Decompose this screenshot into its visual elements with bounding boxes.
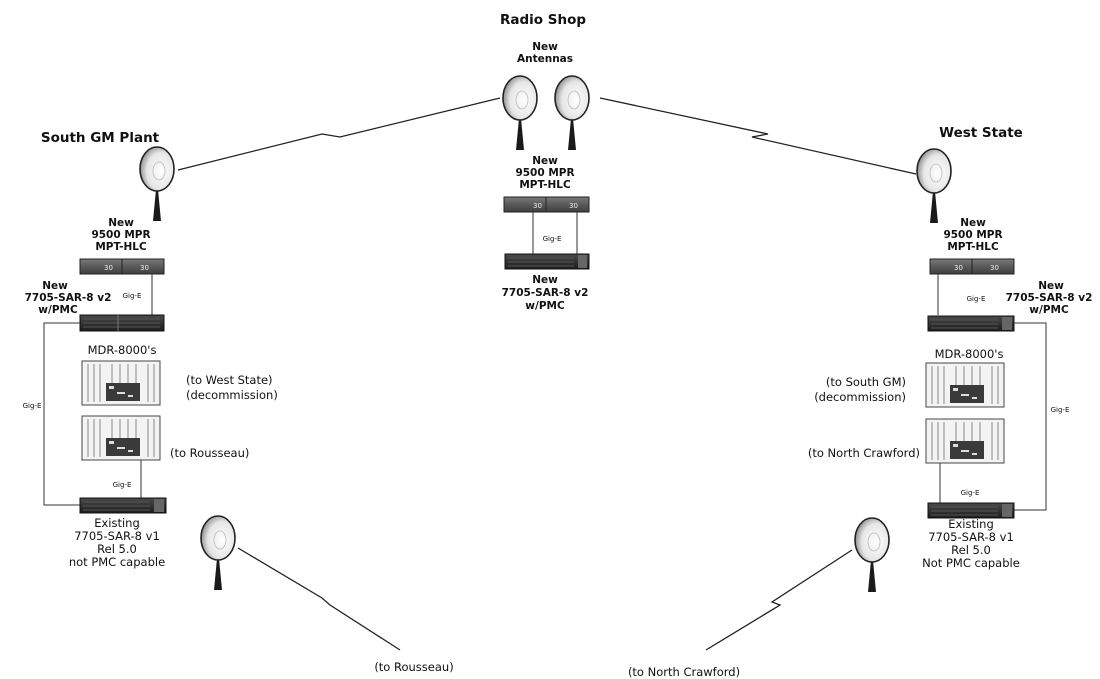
south-gm-existing-sar-unit	[79, 497, 167, 514]
west-state-dish-icon	[916, 148, 952, 224]
rousseau-dish-icon	[200, 515, 236, 591]
south-gm-mpr-unit: 30 30	[79, 258, 165, 275]
radio-shop-sar-label-1: New	[532, 274, 558, 286]
west-state-mpr-label-2: 9500 MPR	[943, 229, 1002, 241]
south-gm-sar-label-2: 7705-SAR-8 v2	[25, 292, 112, 304]
south-gm-sar-unit	[79, 314, 165, 332]
radio-link-rousseau	[237, 547, 401, 651]
west-state-existing-label-4: Not PMC capable	[922, 556, 1020, 570]
south-gm-sar-label-3: w/PMC	[38, 304, 78, 316]
west-state-mdr-unit-1	[925, 362, 1005, 408]
svg-text:30: 30	[533, 202, 542, 210]
radio-shop-mpr-unit: 30 30	[503, 196, 590, 213]
west-state-sar-label-1: New	[1038, 280, 1064, 292]
west-state-mpr-unit: 30 30	[929, 258, 1015, 275]
south-gm-gige-bottom: Gig-E	[113, 481, 132, 489]
west-state-existing-label-1: Existing	[948, 517, 994, 531]
south-gm-sar-label-1: New	[42, 280, 68, 292]
south-gm-mdr1-note-1: (to West State)	[186, 373, 273, 387]
west-state-mdr1-note-2: (decommission)	[814, 390, 906, 404]
west-state-mpr-label-1: New	[960, 217, 986, 229]
svg-text:30: 30	[104, 264, 113, 272]
south-gm-gige-left: Gig-E	[23, 402, 42, 410]
south-gm-mdr-title: MDR-8000's	[88, 343, 157, 357]
south-gm-mpr-label-3: MPT-HLC	[95, 241, 147, 253]
radio-link-southgm-radioshop	[177, 97, 501, 171]
radio-shop-sar-label-3: w/PMC	[525, 300, 565, 312]
svg-text:30: 30	[990, 264, 999, 272]
south-gm-mdr-unit-1	[81, 360, 161, 406]
to-north-crawford-label: (to North Crawford)	[628, 665, 740, 679]
radio-link-north-crawford	[705, 549, 853, 651]
antennas-label-1: New	[532, 41, 558, 53]
west-state-mdr-title: MDR-8000's	[935, 347, 1004, 361]
svg-text:30: 30	[954, 264, 963, 272]
south-gm-existing-label-4: not PMC capable	[69, 555, 165, 569]
south-gm-existing-label-3: Rel 5.0	[97, 542, 137, 556]
radio-shop-mpr-label-1: New	[532, 155, 558, 167]
radio-shop-title: Radio Shop	[500, 12, 586, 28]
south-gm-mdr1-note-2: (decommission)	[186, 388, 278, 402]
south-gm-title: South GM Plant	[41, 130, 160, 146]
west-state-sar-unit	[927, 315, 1015, 332]
north-crawford-dish-icon	[854, 517, 890, 593]
radio-shop-mpr-label-2: 9500 MPR	[515, 167, 574, 179]
west-state-mpr-label-3: MPT-HLC	[947, 241, 999, 253]
antenna-dish-icon	[554, 75, 590, 151]
radio-shop-mpr-label-3: MPT-HLC	[519, 179, 571, 191]
west-state-gige-bottom: Gig-E	[961, 489, 980, 497]
radio-shop-sar-unit	[504, 253, 590, 270]
west-state-existing-sar-unit	[927, 502, 1015, 519]
west-state-sar-label-2: 7705-SAR-8 v2	[1006, 292, 1093, 304]
west-state-gige-top: Gig-E	[967, 295, 986, 303]
west-state-mdr2-note: (to North Crawford)	[808, 446, 920, 460]
svg-text:30: 30	[140, 264, 149, 272]
west-state-title: West State	[939, 125, 1023, 141]
radio-link-radioshop-weststate	[599, 97, 917, 175]
antennas-label-2: Antennas	[517, 53, 573, 65]
to-rousseau-label: (to Rousseau)	[374, 660, 453, 674]
south-gm-gige-top: Gig-E	[123, 292, 142, 300]
west-state-gige-right: Gig-E	[1051, 406, 1070, 414]
south-gm-dish-icon	[139, 146, 175, 222]
south-gm-existing-label-2: 7705-SAR-8 v1	[74, 529, 160, 543]
west-state-existing-label-3: Rel 5.0	[951, 543, 991, 557]
antenna-dish-icon	[502, 75, 538, 151]
south-gm-mdr2-note: (to Rousseau)	[170, 446, 249, 460]
west-state-mdr1-note-1: (to South GM)	[826, 375, 906, 389]
south-gm-mdr-unit-2	[81, 415, 161, 461]
west-state-existing-label-2: 7705-SAR-8 v1	[928, 530, 1014, 544]
west-state-sar-label-3: w/PMC	[1029, 304, 1069, 316]
radio-shop-gige: Gig-E	[543, 235, 562, 243]
radio-shop-sar-label-2: 7705-SAR-8 v2	[502, 287, 589, 299]
south-gm-mpr-label-2: 9500 MPR	[91, 229, 150, 241]
south-gm-existing-label-1: Existing	[94, 516, 140, 530]
west-state-mdr-unit-2	[925, 418, 1005, 464]
svg-text:30: 30	[569, 202, 578, 210]
south-gm-mpr-label-1: New	[108, 217, 134, 229]
